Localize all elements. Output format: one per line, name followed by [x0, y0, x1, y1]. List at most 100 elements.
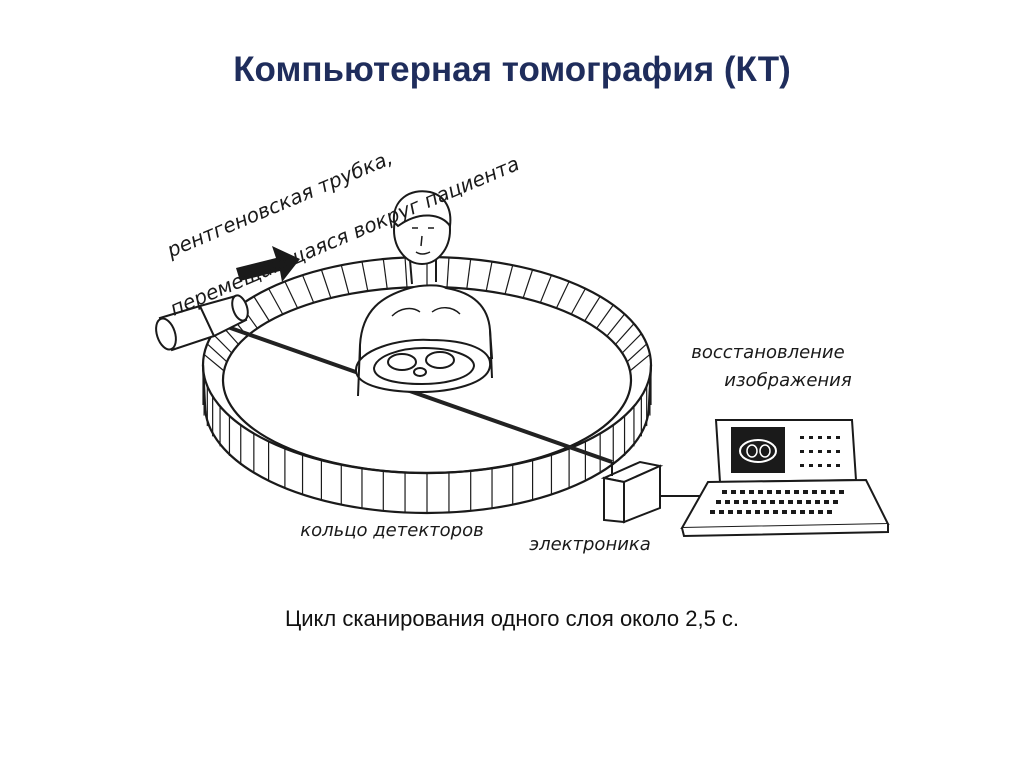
rotation-arrow [236, 246, 300, 282]
reconstruction-label-line1: восстановление [691, 342, 844, 363]
detector-segment [382, 258, 388, 289]
keyboard-key [809, 510, 814, 514]
slide-title: Компьютерная томография (КТ) [233, 50, 791, 89]
keyboard-key [833, 500, 838, 504]
detector-segment [301, 274, 315, 303]
keyboard-key [830, 490, 835, 494]
keyboard-key [800, 510, 805, 514]
detector-segment [253, 296, 270, 322]
keyboard-key [761, 500, 766, 504]
detector-segment [621, 333, 642, 354]
keyboard-key [821, 490, 826, 494]
detector-segment [626, 343, 648, 363]
panel-button [818, 450, 822, 453]
detector-segment [466, 258, 472, 289]
keyboard-key [719, 510, 724, 514]
detector-segment [629, 353, 651, 372]
keyboard-key [767, 490, 772, 494]
detector-segment [555, 281, 570, 309]
detector-ring-label: кольцо детекторов [300, 520, 483, 541]
panel-button [836, 450, 840, 453]
keyboard-key [824, 500, 829, 504]
tube-label-line1: рентгеновская трубка, [162, 145, 396, 262]
panel-button [809, 436, 813, 439]
xray-beam [221, 323, 613, 464]
patient-figure [354, 190, 494, 397]
detector-segment [485, 261, 493, 292]
panel-button [818, 436, 822, 439]
keyboard-key [716, 500, 721, 504]
keyboard-key [725, 500, 730, 504]
keyboard-key [758, 490, 763, 494]
panel-button [836, 464, 840, 467]
detector-segment [340, 265, 350, 295]
detector-segment [320, 269, 332, 299]
keyboard-key [791, 510, 796, 514]
keyboard-key [728, 510, 733, 514]
keyboard-key [749, 490, 754, 494]
keyboard-key [812, 490, 817, 494]
reconstruction-label-line2: изображения [724, 370, 852, 391]
keyboard-key [785, 490, 790, 494]
detector-segment [268, 288, 284, 315]
panel-button [800, 450, 804, 453]
keyboard-key [746, 510, 751, 514]
keyboard-key [806, 500, 811, 504]
detector-segment [404, 257, 408, 288]
keyboard-keys [710, 490, 844, 514]
panel-button [836, 436, 840, 439]
panel-button [800, 464, 804, 467]
panel-button [818, 464, 822, 467]
keyboard-key [740, 490, 745, 494]
detector-segment [504, 265, 514, 295]
keyboard-key [773, 510, 778, 514]
keyboard-key [839, 490, 844, 494]
keyboard-key [752, 500, 757, 504]
electronics-label: электроника [529, 534, 651, 555]
keyboard-key [737, 510, 742, 514]
keyboard-key [764, 510, 769, 514]
panel-button [827, 464, 831, 467]
keyboard-key [797, 500, 802, 504]
keyboard-key [788, 500, 793, 504]
computer-workstation [680, 419, 890, 538]
keyboard-key [818, 510, 823, 514]
detector-segment [584, 296, 601, 322]
panel-button [809, 464, 813, 467]
detector-segments [202, 257, 652, 513]
keyboard-key [770, 500, 775, 504]
keyboard-key [734, 500, 739, 504]
keyboard-key [782, 510, 787, 514]
panel-button [827, 436, 831, 439]
detector-segment [570, 288, 586, 315]
detector-segment [206, 343, 228, 363]
detector-segment [212, 333, 233, 354]
detector-segment [615, 323, 635, 345]
detector-segment [596, 304, 614, 329]
keyboard-key [710, 510, 715, 514]
panel-button [800, 436, 804, 439]
keyboard-key [803, 490, 808, 494]
keyboard-key [779, 500, 784, 504]
keyboard-key [743, 500, 748, 504]
keyboard-key [794, 490, 799, 494]
detector-segment [203, 353, 225, 372]
detector-segment [284, 281, 299, 309]
slide-caption: Цикл сканирования одного слоя около 2,5 … [284, 606, 740, 631]
keyboard-key [722, 490, 727, 494]
detector-segment [606, 313, 626, 337]
keyboard-key [731, 490, 736, 494]
electronics-box [600, 460, 664, 524]
detector-segment [361, 261, 369, 292]
detector-segment [446, 257, 450, 288]
keyboard-key [827, 510, 832, 514]
panel-buttons [800, 436, 840, 467]
keyboard-key [776, 490, 781, 494]
panel-button [827, 450, 831, 453]
panel-button [809, 450, 813, 453]
xray-tube [155, 294, 249, 352]
detector-segment [539, 274, 553, 303]
detector-segment [522, 269, 534, 299]
keyboard-key [755, 510, 760, 514]
